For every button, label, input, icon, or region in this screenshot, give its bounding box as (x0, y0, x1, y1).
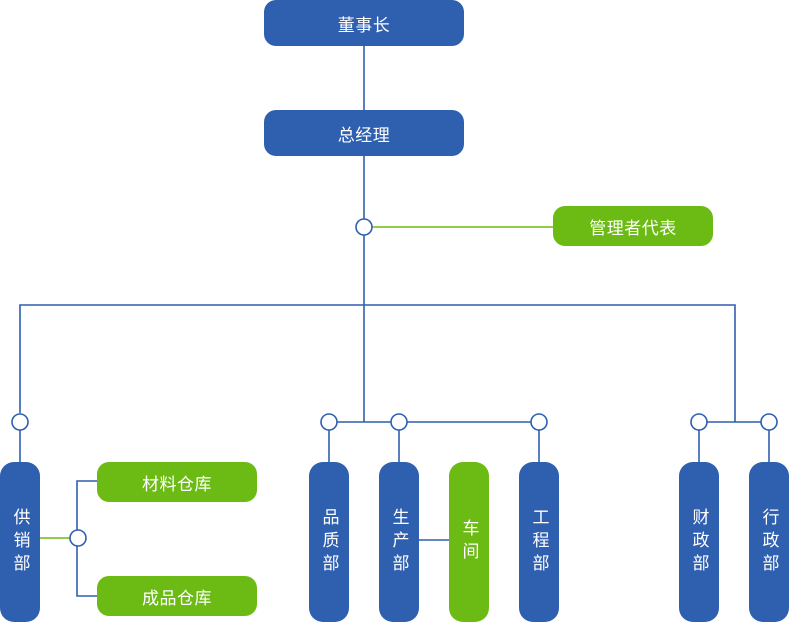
node-workshop: 车间 (449, 462, 489, 622)
junction-node (690, 413, 708, 431)
node-product-warehouse: 成品仓库 (97, 576, 257, 616)
junction-node (69, 529, 87, 547)
node-administration: 行政部 (749, 462, 789, 622)
node-material-warehouse: 材料仓库 (97, 462, 257, 502)
junction-node (11, 413, 29, 431)
node-supply-marketing: 供销部 (0, 462, 40, 622)
node-engineering: 工程部 (519, 462, 559, 622)
node-general-manager: 总经理 (264, 110, 464, 156)
node-finance: 财政部 (679, 462, 719, 622)
node-management-rep: 管理者代表 (553, 206, 713, 246)
junction-node (760, 413, 778, 431)
junction-node (390, 413, 408, 431)
junction-node (320, 413, 338, 431)
node-quality: 品质部 (309, 462, 349, 622)
node-production: 生产部 (379, 462, 419, 622)
junction-node (355, 218, 373, 236)
node-chairman: 董事长 (264, 0, 464, 46)
junction-node (530, 413, 548, 431)
connector-main-horizontal (19, 304, 736, 422)
